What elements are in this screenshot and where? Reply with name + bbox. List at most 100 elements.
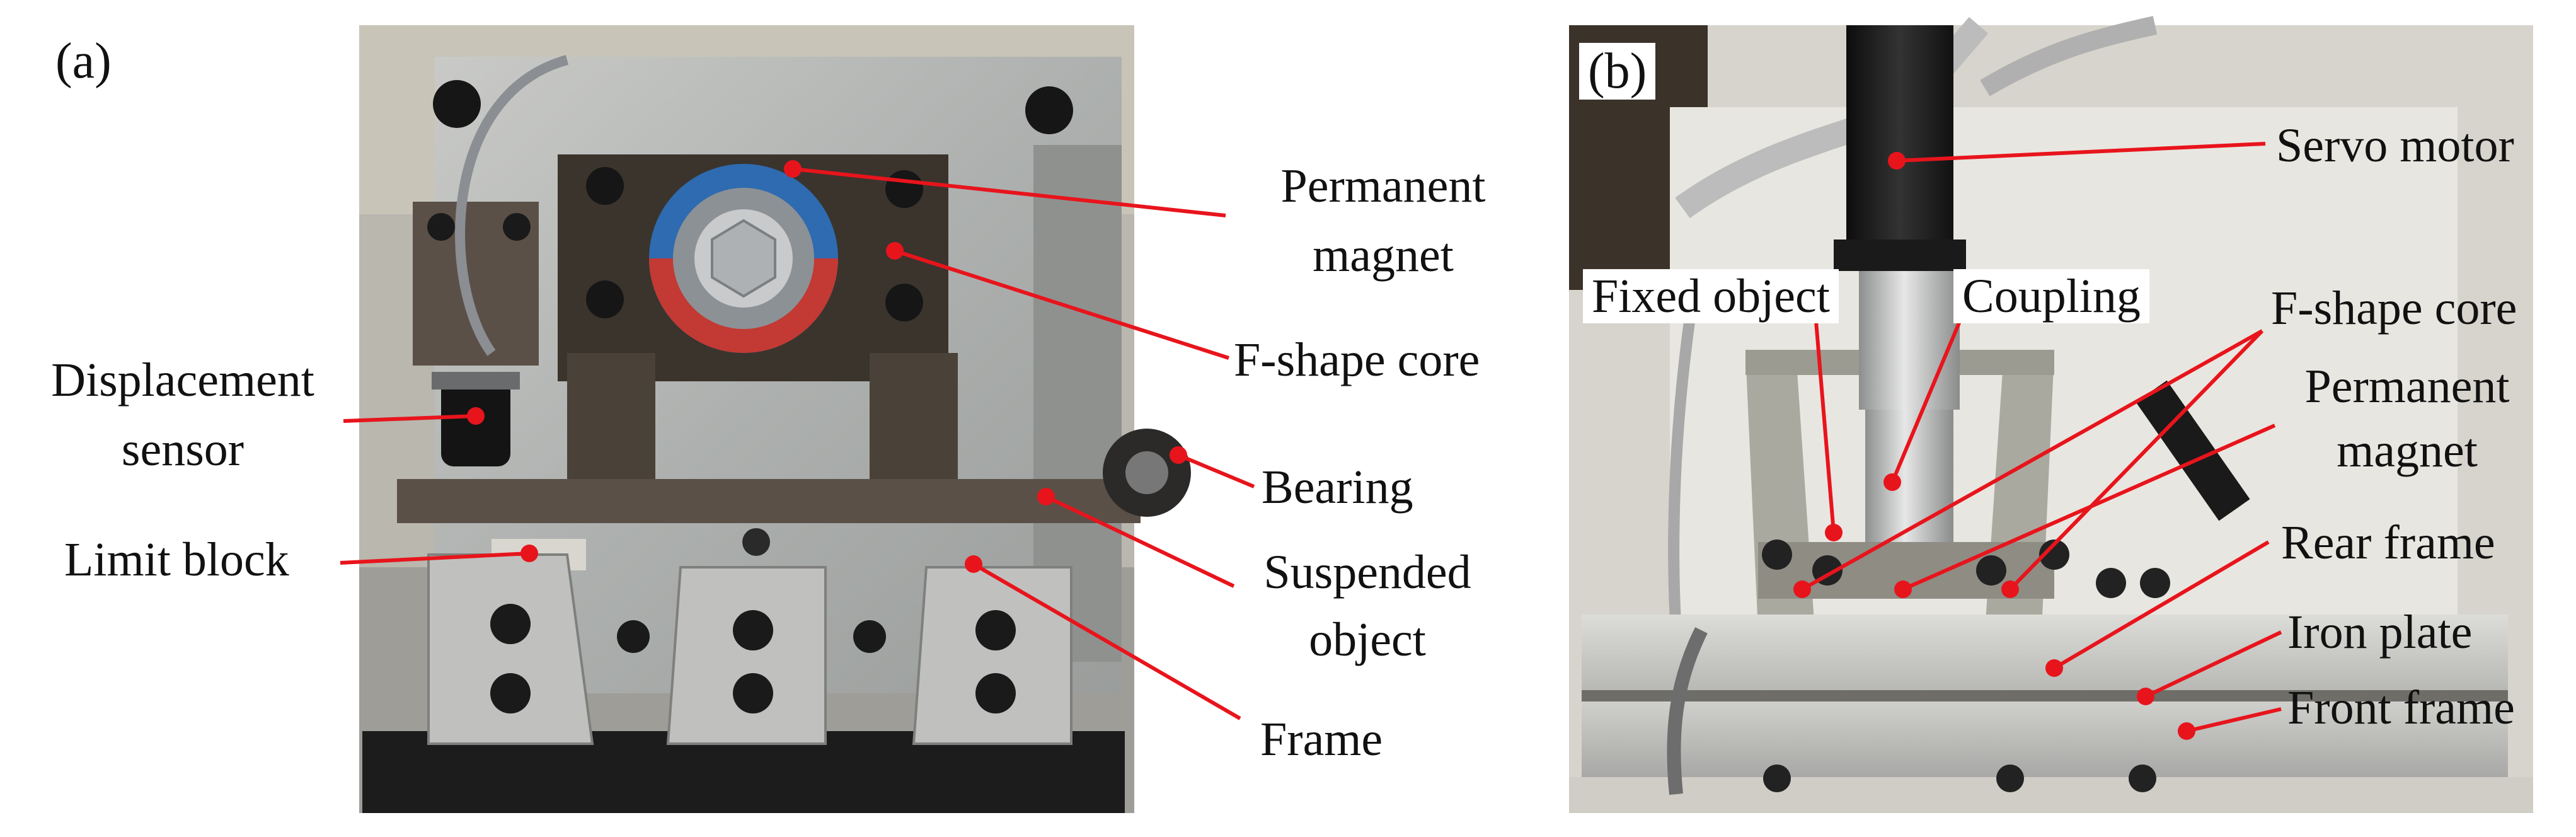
label-suspended-object-line1: Suspended bbox=[1263, 546, 1471, 599]
photo-a-bolt-3 bbox=[586, 167, 624, 205]
photo-a-bracket-bolt-2 bbox=[503, 213, 531, 241]
photo-a-foot-1 bbox=[427, 553, 594, 745]
photo-b-dark-object bbox=[2136, 380, 2250, 521]
dot-iron-plate bbox=[2137, 688, 2154, 705]
photo-b-coupling bbox=[1865, 410, 1953, 567]
dot-f-shape-core-a bbox=[886, 242, 904, 260]
photo-b-iron-plate bbox=[1582, 690, 2508, 701]
photo-a-bearing-inner bbox=[1125, 451, 1168, 494]
label-f-shape-core-b: F-shape core bbox=[2271, 282, 2517, 335]
dot-fixed-object bbox=[1825, 524, 1843, 541]
photo-b-bolt-6 bbox=[2140, 568, 2170, 598]
label-coupling: Coupling bbox=[1953, 269, 2149, 323]
photo-a-bolt-2 bbox=[1025, 86, 1073, 134]
leader-permanent-magnet-a bbox=[792, 167, 1226, 217]
leader-f-shape-core-b-1 bbox=[1801, 329, 2263, 591]
photo-b-rear-frame bbox=[1582, 615, 2508, 690]
photo-a-foot-bolt-5 bbox=[975, 610, 1016, 650]
dot-displacement-sensor bbox=[467, 407, 485, 425]
label-displacement-sensor-line1: Displacement bbox=[51, 354, 314, 407]
dot-permanent-magnet-a bbox=[784, 160, 802, 178]
photo-b-coupling-upper bbox=[1859, 271, 1960, 410]
photo-b-motor-band bbox=[1834, 240, 1966, 271]
label-bearing: Bearing bbox=[1262, 461, 1413, 514]
photo-b-bolt-5 bbox=[2096, 568, 2126, 598]
photo-a-hex-nut bbox=[711, 219, 776, 298]
photo-b bbox=[1569, 16, 2533, 813]
photo-a-core-leg-left bbox=[567, 353, 655, 492]
leader-suspended-object bbox=[1045, 495, 1235, 588]
dot-servo-motor bbox=[1888, 152, 1906, 170]
photo-a-sensor-cable bbox=[455, 55, 569, 356]
photo-a-foot-3 bbox=[912, 566, 1072, 745]
leader-front-frame bbox=[2186, 707, 2282, 733]
photo-a-foot-2 bbox=[666, 566, 827, 745]
leader-coupling bbox=[1890, 320, 1962, 483]
photo-a-foot-bolt-2 bbox=[490, 673, 531, 713]
label-displacement-sensor-line2: sensor bbox=[121, 423, 244, 476]
dot-permanent-magnet-b bbox=[1894, 580, 1912, 598]
leader-permanent-magnet-b bbox=[1902, 424, 2276, 591]
photo-b-bolt-1 bbox=[1762, 540, 1792, 570]
leader-bearing bbox=[1177, 453, 1255, 488]
label-rear-frame: Rear frame bbox=[2281, 516, 2495, 569]
photo-b-tube bbox=[1667, 627, 1708, 795]
photo-a-bolt-1 bbox=[433, 80, 481, 128]
panel-letter-b: (b) bbox=[1579, 43, 1656, 100]
leader-f-shape-core-a bbox=[894, 249, 1229, 360]
leader-displacement-sensor bbox=[343, 414, 476, 423]
photo-a-bolt-4 bbox=[885, 170, 923, 208]
dot-suspended-object bbox=[1037, 488, 1055, 505]
dot-f-shape-core-b-1 bbox=[1793, 580, 1811, 598]
photo-a-bracket-bolt-1 bbox=[427, 213, 455, 241]
photo-a-bolt-5 bbox=[586, 280, 624, 318]
dot-frame bbox=[965, 555, 982, 573]
label-limit-block: Limit block bbox=[64, 533, 289, 586]
dot-limit-block bbox=[520, 545, 538, 562]
photo-a bbox=[359, 25, 1191, 813]
photo-b-bolt-4 bbox=[2039, 540, 2069, 570]
photo-a-core-leg-right bbox=[870, 353, 958, 492]
leader-frame bbox=[972, 562, 1241, 720]
label-suspended-object-line2: object bbox=[1309, 613, 1426, 666]
label-permanent-magnet-b-line2: magnet bbox=[2337, 424, 2478, 477]
photo-a-frame-bolt-2 bbox=[853, 620, 886, 653]
label-front-frame: Front frame bbox=[2287, 681, 2515, 734]
label-iron-plate: Iron plate bbox=[2287, 606, 2473, 659]
photo-a-frame-hole bbox=[742, 528, 770, 556]
photo-b-bolt-9 bbox=[2129, 765, 2156, 792]
label-servo-motor: Servo motor bbox=[2276, 119, 2514, 172]
photo-b-bolt-3 bbox=[1976, 555, 2006, 586]
photo-a-sensor-ring bbox=[432, 372, 520, 390]
photo-b-bottom bbox=[1569, 777, 2533, 813]
dot-bearing bbox=[1170, 446, 1187, 464]
label-permanent-magnet-a-line1: Permanent bbox=[1280, 159, 1486, 212]
photo-b-motor bbox=[1846, 25, 1953, 252]
dot-rear-frame bbox=[2045, 659, 2063, 677]
photo-a-foot-bolt-4 bbox=[733, 673, 773, 713]
leaders-b bbox=[1793, 142, 2282, 740]
photo-a-foot-bolt-3 bbox=[733, 610, 773, 650]
photo-a-bolt-6 bbox=[885, 284, 923, 321]
photo-b-bolt-7 bbox=[1763, 765, 1791, 792]
leader-iron-plate bbox=[2144, 630, 2282, 698]
dot-front-frame bbox=[2178, 722, 2195, 740]
leader-fixed-object bbox=[1814, 321, 1836, 533]
leader-limit-block bbox=[340, 551, 530, 565]
photo-a-suspended-bar bbox=[397, 479, 1141, 523]
leader-servo-motor bbox=[1896, 142, 2266, 163]
label-permanent-magnet-b-line1: Permanent bbox=[2304, 360, 2510, 413]
leader-rear-frame bbox=[2053, 540, 2270, 670]
photo-a-frame-bolt-1 bbox=[617, 620, 650, 653]
label-frame: Frame bbox=[1260, 713, 1383, 766]
leaders-a bbox=[340, 160, 1255, 720]
panel-letter-a: (a) bbox=[55, 33, 112, 89]
label-f-shape-core-a: F-shape core bbox=[1234, 333, 1480, 386]
dot-f-shape-core-b-2 bbox=[2001, 580, 2019, 598]
leader-f-shape-core-b-2 bbox=[2008, 329, 2264, 591]
dot-coupling bbox=[1883, 473, 1901, 491]
photo-b-front-frame bbox=[1582, 701, 2508, 777]
photo-a-foot-bolt-1 bbox=[490, 604, 531, 644]
label-fixed-object: Fixed object bbox=[1583, 269, 1839, 323]
